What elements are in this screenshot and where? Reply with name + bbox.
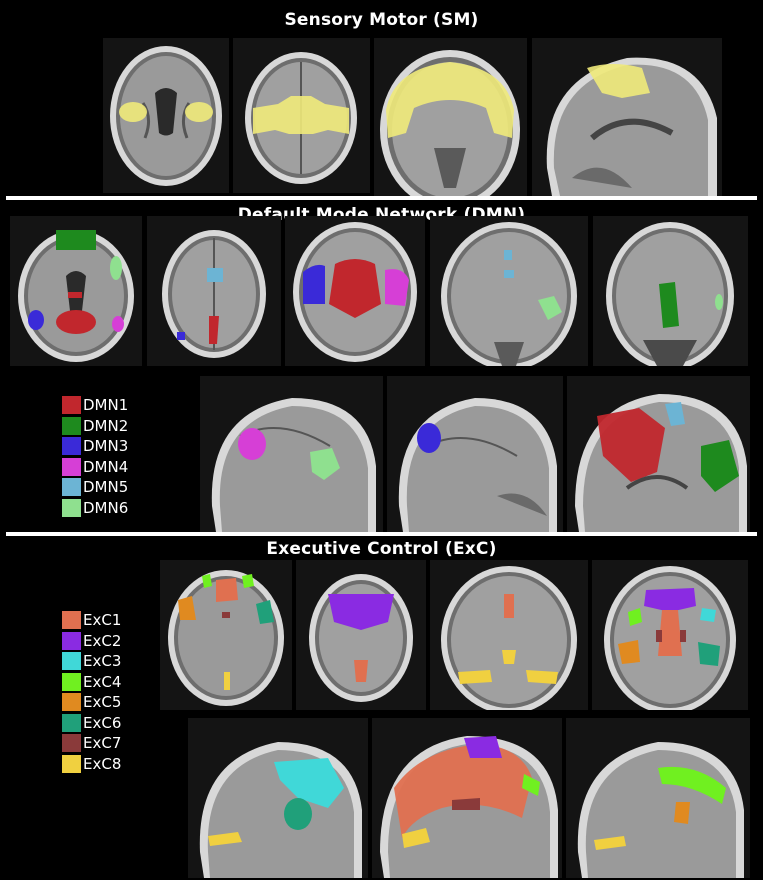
- legend-swatch: [62, 611, 81, 630]
- dmn-sagittal-slice-2: [387, 376, 563, 532]
- exc-coronal-slice-2: [592, 560, 748, 710]
- section-divider-1: [6, 196, 757, 200]
- legend-label: DMN2: [83, 416, 129, 435]
- dmn-panel: Default Mode Network (DMN): [0, 200, 763, 532]
- sm-coronal-slice: [374, 38, 527, 196]
- legend-swatch: [62, 713, 81, 732]
- legend-item-dmn6: DMN6: [62, 498, 128, 519]
- legend-label: DMN3: [83, 437, 129, 456]
- legend-item-exc7: ExC7: [62, 733, 121, 754]
- legend-swatch: [62, 396, 81, 415]
- legend-swatch: [62, 478, 81, 497]
- legend-item-dmn5: DMN5: [62, 477, 128, 498]
- legend-swatch: [62, 672, 81, 691]
- legend-label: ExC7: [83, 734, 122, 753]
- legend-label: ExC8: [83, 754, 122, 773]
- legend-swatch: [62, 437, 81, 456]
- dmn-axial-slice-2: [147, 216, 281, 366]
- dmn-coronal-slice-2: [430, 216, 588, 366]
- exc-title: Executive Control (ExC): [266, 539, 497, 559]
- dmn-sagittal-slice-3: [567, 376, 750, 532]
- legend-label: DMN5: [83, 478, 129, 497]
- legend-item-dmn3: DMN3: [62, 436, 128, 457]
- legend-item-exc3: ExC3: [62, 651, 121, 672]
- dmn-legend: DMN1 DMN2 DMN3 DMN4 DMN5 DMN6: [62, 395, 128, 518]
- exc-sagittal-slice-3: [566, 718, 750, 878]
- legend-swatch: [62, 734, 81, 753]
- sm-axial-slice-1: [103, 38, 229, 193]
- exc-sagittal-slice-2: [372, 718, 562, 878]
- legend-label: DMN6: [83, 498, 129, 517]
- legend-swatch: [62, 631, 81, 650]
- sm-axial-slice-2: [233, 38, 370, 193]
- legend-swatch: [62, 498, 81, 517]
- legend-label: ExC1: [83, 611, 122, 630]
- legend-item-exc2: ExC2: [62, 631, 121, 652]
- exc-panel: Executive Control (ExC): [0, 536, 763, 880]
- section-divider-2: [6, 532, 757, 536]
- legend-swatch: [62, 416, 81, 435]
- exc-sagittal-slice-1: [188, 718, 368, 878]
- legend-item-exc8: ExC8: [62, 754, 121, 775]
- exc-coronal-slice-1: [430, 560, 588, 710]
- sm-title: Sensory Motor (SM): [284, 10, 479, 30]
- sm-panel: Sensory Motor (SM): [0, 0, 763, 196]
- legend-label: DMN1: [83, 396, 129, 415]
- exc-legend: ExC1 ExC2 ExC3 ExC4 ExC5 ExC6 ExC7 ExC8: [62, 610, 121, 774]
- legend-label: ExC5: [83, 693, 122, 712]
- legend-swatch: [62, 652, 81, 671]
- dmn-sagittal-slice-1: [200, 376, 383, 532]
- dmn-axial-slice-1: [10, 216, 142, 366]
- legend-label: ExC6: [83, 713, 122, 732]
- legend-label: DMN4: [83, 457, 129, 476]
- dmn-coronal-slice-1: [285, 216, 425, 366]
- legend-label: ExC4: [83, 672, 122, 691]
- exc-axial-slice-1: [160, 560, 292, 710]
- legend-item-exc6: ExC6: [62, 713, 121, 734]
- legend-item-exc5: ExC5: [62, 692, 121, 713]
- dmn-coronal-slice-3: [593, 216, 748, 366]
- legend-item-dmn4: DMN4: [62, 457, 128, 478]
- legend-swatch: [62, 693, 81, 712]
- legend-label: ExC3: [83, 652, 122, 671]
- legend-item-exc4: ExC4: [62, 672, 121, 693]
- legend-swatch: [62, 457, 81, 476]
- legend-item-dmn2: DMN2: [62, 416, 128, 437]
- legend-swatch: [62, 754, 81, 773]
- exc-axial-slice-2: [296, 560, 426, 710]
- legend-label: ExC2: [83, 631, 122, 650]
- legend-item-exc1: ExC1: [62, 610, 121, 631]
- sm-sagittal-slice: [532, 38, 722, 196]
- legend-item-dmn1: DMN1: [62, 395, 128, 416]
